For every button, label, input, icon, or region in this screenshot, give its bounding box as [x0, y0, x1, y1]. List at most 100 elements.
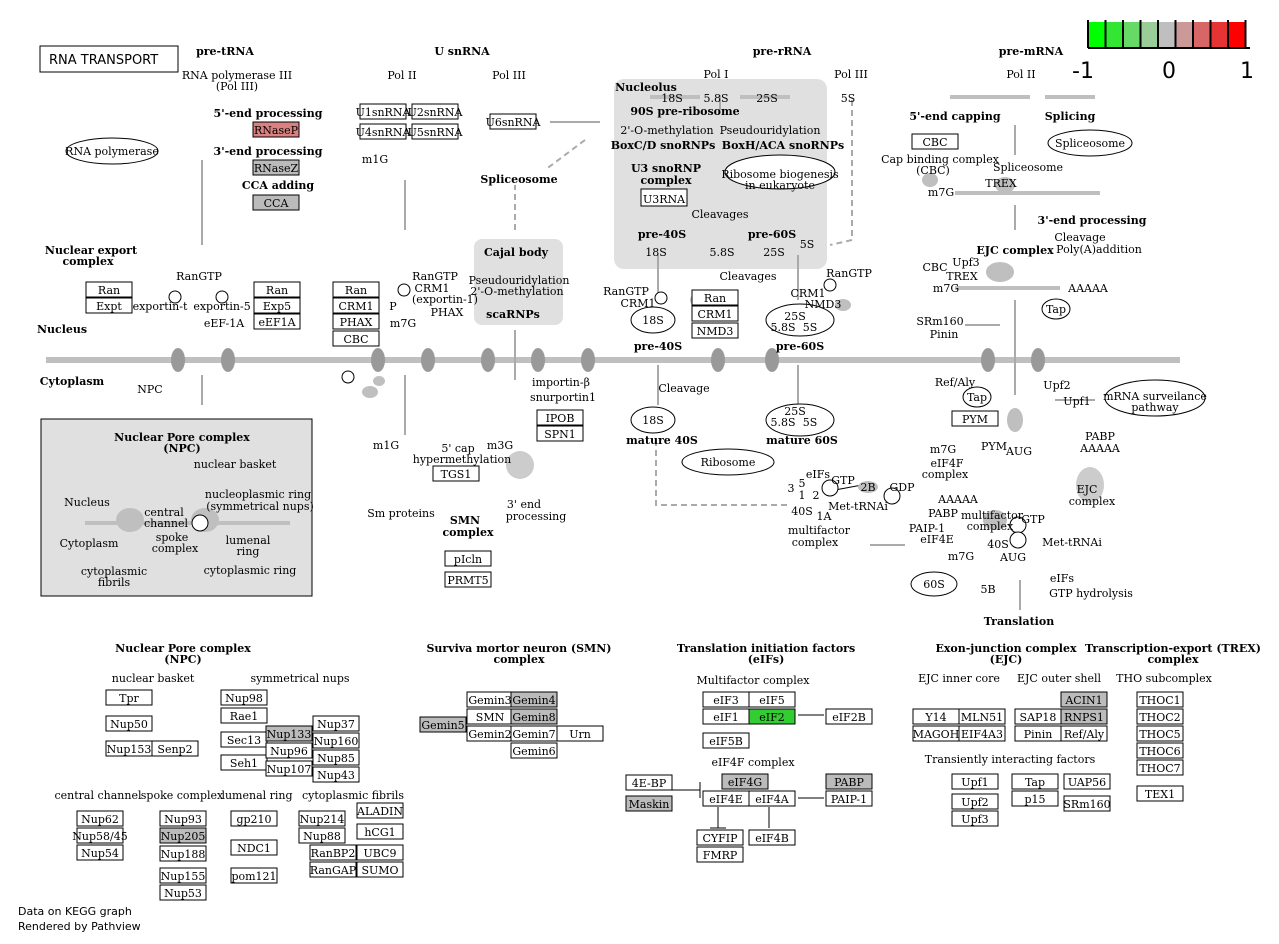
gene-crm1-g[interactable]: CRM1 [332, 297, 380, 314]
gene-ran4[interactable]: Ran [691, 289, 739, 306]
oval-tap1[interactable] [962, 386, 992, 408]
gene-hcg1[interactable]: hCG1 [356, 823, 404, 840]
oval-rna-pol[interactable] [65, 137, 159, 165]
gene-nup5845[interactable]: Nup58/45 [72, 827, 128, 844]
gene-nup153[interactable]: Nup153 [105, 740, 153, 757]
gene-gemin8[interactable]: Gemin8 [510, 708, 558, 725]
gene-cbc-g[interactable]: CBC [332, 330, 380, 347]
oval-spliceosome-oval[interactable] [1047, 129, 1133, 157]
gene-ran2[interactable]: Ran [253, 281, 301, 298]
gene-eif2b[interactable]: eIF2B [825, 708, 873, 725]
gene-gemin4[interactable]: Gemin4 [510, 691, 558, 708]
gene-rnps1[interactable]: RNPS1 [1060, 708, 1108, 725]
gene-exp5[interactable]: Exp5 [253, 297, 301, 314]
gene-gemin7[interactable]: Gemin7 [510, 725, 558, 742]
gene-nup62[interactable]: Nup62 [76, 810, 124, 827]
gene-maskin[interactable]: Maskin [625, 795, 673, 812]
gene-gemin5[interactable]: Gemin5 [419, 716, 467, 733]
gene-u4[interactable]: U4snRNA [356, 123, 412, 140]
gene-gp210[interactable]: gp210 [230, 810, 278, 827]
gene-nup37[interactable]: Nup37 [312, 715, 360, 732]
gene-eif2[interactable]: eIF2 [748, 708, 796, 725]
gene-pom121[interactable]: pom121 [230, 867, 278, 884]
oval-ribosome[interactable] [681, 448, 775, 476]
gene-nup214[interactable]: Nup214 [298, 810, 346, 827]
gene-magoh[interactable]: MAGOH [912, 725, 960, 742]
gene-tex1[interactable]: TEX1 [1136, 785, 1184, 802]
gene-eif4b[interactable]: eIF4B [748, 829, 796, 846]
gene-nup93[interactable]: Nup93 [159, 810, 207, 827]
oval-o60s[interactable] [910, 571, 958, 597]
gene-nup53[interactable]: Nup53 [159, 884, 207, 901]
gene-tgs1[interactable]: TGS1 [432, 465, 480, 482]
gene-thoc6[interactable]: THOC6 [1136, 742, 1184, 759]
gene-seh1[interactable]: Seh1 [220, 754, 268, 771]
gene-rae1[interactable]: Rae1 [220, 707, 268, 724]
gene-cbc-g2[interactable]: CBC [911, 133, 959, 150]
gene-expt[interactable]: Expt [85, 297, 133, 314]
gene-u3rna[interactable]: U3RNA [640, 188, 688, 207]
oval-o18a[interactable] [630, 306, 676, 334]
gene-ubc9[interactable]: UBC9 [356, 844, 404, 861]
gene-rangap[interactable]: RanGAP [309, 861, 357, 878]
gene-thoc7[interactable]: THOC7 [1136, 759, 1184, 776]
gene-u2[interactable]: U2snRNA [408, 103, 464, 120]
gene-refaly-g[interactable]: Ref/Aly [1060, 725, 1108, 742]
gene-phax-g[interactable]: PHAX [332, 313, 380, 330]
gene-mln51[interactable]: MLN51 [958, 708, 1006, 725]
gene-paip1-g[interactable]: PAIP-1 [825, 790, 873, 807]
gene-thoc2[interactable]: THOC2 [1136, 708, 1184, 725]
gene-ran1[interactable]: Ran [85, 281, 133, 298]
gene-ran3[interactable]: Ran [332, 281, 380, 298]
gene-nup54[interactable]: Nup54 [76, 844, 124, 861]
gene-nup133[interactable]: Nup133 [265, 725, 313, 742]
gene-rnasep[interactable]: RNaseP [252, 121, 300, 138]
gene-nup160[interactable]: Nup160 [312, 732, 360, 749]
gene-uap56[interactable]: UAP56 [1063, 773, 1111, 790]
gene-ndc1[interactable]: NDC1 [230, 839, 278, 856]
gene-eef1a-g[interactable]: eEF1A [253, 313, 301, 330]
gene-eif1[interactable]: eIF1 [702, 708, 750, 725]
gene-senp2[interactable]: Senp2 [151, 740, 199, 757]
gene-cyfip[interactable]: CYFIP [696, 829, 744, 846]
gene-thoc1[interactable]: THOC1 [1136, 691, 1184, 708]
oval-mrna-surv1[interactable] [1104, 379, 1206, 417]
gene-u5[interactable]: U5snRNA [408, 123, 464, 140]
gene-gemin2[interactable]: Gemin2 [466, 725, 514, 742]
gene-u1[interactable]: U1snRNA [356, 103, 412, 120]
oval-o18b[interactable] [630, 406, 676, 434]
gene-picln[interactable]: pIcln [444, 550, 492, 567]
gene-sec13[interactable]: Sec13 [220, 731, 268, 748]
gene-upf3-g[interactable]: Upf3 [951, 810, 999, 827]
oval-ribo-bio1[interactable] [724, 154, 836, 190]
gene-crm1-g2[interactable]: CRM1 [691, 305, 739, 322]
gene-p15[interactable]: p15 [1011, 790, 1059, 807]
gene-spn1[interactable]: SPN1 [536, 425, 584, 442]
gene-4ebp[interactable]: 4E-BP [625, 774, 673, 791]
gene-fmrp[interactable]: FMRP [696, 846, 744, 863]
gene-gemin6[interactable]: Gemin6 [510, 742, 558, 759]
gene-y14[interactable]: Y14 [912, 708, 960, 725]
gene-nup96[interactable]: Nup96 [265, 742, 313, 759]
gene-aladin[interactable]: ALADIN [356, 802, 404, 819]
gene-eif4g[interactable]: eIF4G [721, 773, 769, 790]
gene-pabp-g[interactable]: PABP [825, 773, 873, 790]
gene-acin1[interactable]: ACIN1 [1060, 691, 1108, 708]
gene-nup43[interactable]: Nup43 [312, 766, 360, 783]
gene-sumo[interactable]: SUMO [356, 861, 404, 878]
gene-pym-g[interactable]: PYM [951, 410, 999, 427]
gene-nup205[interactable]: Nup205 [159, 827, 207, 844]
gene-nup98[interactable]: Nup98 [220, 689, 268, 706]
oval-tap2[interactable] [1041, 298, 1071, 320]
gene-cca[interactable]: CCA [252, 194, 300, 211]
gene-thoc5[interactable]: THOC5 [1136, 725, 1184, 742]
gene-nup85[interactable]: Nup85 [312, 749, 360, 766]
gene-gemin3[interactable]: Gemin3 [466, 691, 514, 708]
gene-eif3[interactable]: eIF3 [702, 691, 750, 708]
gene-srm160-g[interactable]: SRm160 [1063, 795, 1111, 812]
gene-nup155[interactable]: Nup155 [159, 867, 207, 884]
gene-nup88[interactable]: Nup88 [298, 827, 346, 844]
gene-tpr[interactable]: Tpr [105, 689, 153, 706]
gene-nup188[interactable]: Nup188 [159, 845, 207, 862]
gene-tap-g[interactable]: Tap [1011, 773, 1059, 790]
